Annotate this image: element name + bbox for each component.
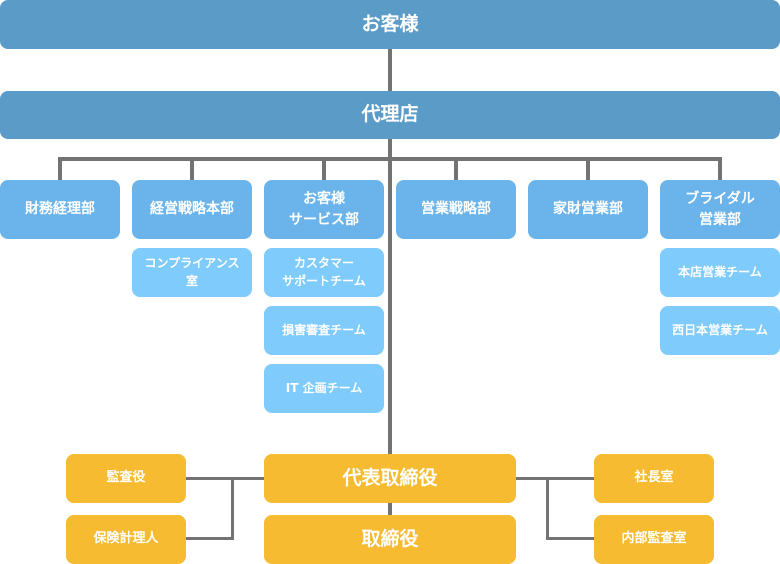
dept-customer-service: お客様 サービス部 xyxy=(264,180,384,239)
dept-home-sales: 家財営業部 xyxy=(528,180,648,239)
connector-dept-drop xyxy=(322,157,326,181)
dept-bridal-sales: ブライダル 営業部 xyxy=(660,180,780,239)
connector-dept-bar xyxy=(58,157,722,161)
team-it-planning: IT 企画チーム xyxy=(264,364,384,413)
connector-dept-drop xyxy=(454,157,458,181)
connector-dept-drop xyxy=(718,157,722,181)
connector-right-audit xyxy=(546,537,595,540)
dept-finance: 財務経理部 xyxy=(0,180,120,239)
connector-left-horizontal xyxy=(185,477,265,480)
team-head-office-sales: 本店営業チーム xyxy=(660,248,780,297)
team-west-japan-sales: 西日本営業チーム xyxy=(660,306,780,355)
connector-dept-drop xyxy=(58,157,62,181)
team-claims-review: 損害審査チーム xyxy=(264,306,384,355)
connector-right-horizontal xyxy=(515,477,595,480)
connector-customer-agency xyxy=(388,49,392,91)
connector-main-trunk xyxy=(388,138,392,455)
node-actuary: 保険計理人 xyxy=(66,515,186,564)
node-ceo: 代表取締役 xyxy=(264,454,516,503)
node-presidents-office: 社長室 xyxy=(594,454,714,503)
node-directors: 取締役 xyxy=(264,515,516,564)
connector-right-vertical xyxy=(546,477,549,540)
dept-sales-strategy: 営業戦略部 xyxy=(396,180,516,239)
connector-left-actuary xyxy=(185,537,234,540)
node-auditor: 監査役 xyxy=(66,454,186,503)
team-compliance: コンプライアンス 室 xyxy=(132,248,252,297)
connector-dept-drop xyxy=(190,157,194,181)
connector-ceo-directors xyxy=(388,502,392,516)
team-customer-support: カスタマー サポートチーム xyxy=(264,248,384,297)
connector-left-vertical xyxy=(231,477,234,540)
node-internal-audit: 内部監査室 xyxy=(594,515,714,564)
node-customer: お客様 xyxy=(0,0,780,49)
node-agency: 代理店 xyxy=(0,91,780,139)
connector-dept-drop xyxy=(586,157,590,181)
dept-strategy-hq: 経営戦略本部 xyxy=(132,180,252,239)
